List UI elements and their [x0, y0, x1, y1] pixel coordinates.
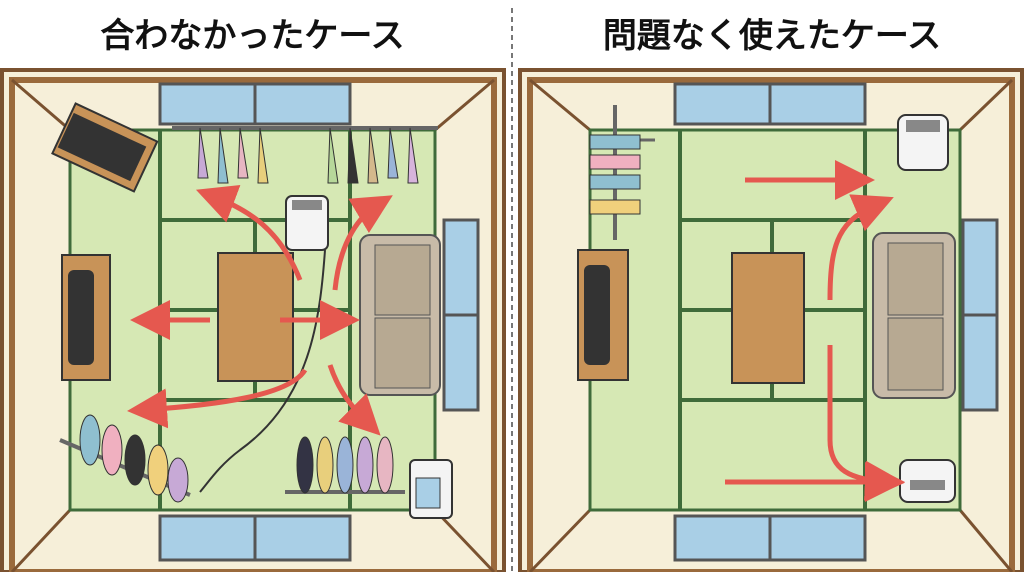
tv-on-stand-corner — [51, 102, 159, 193]
sofa — [359, 234, 441, 396]
laundry-rack-bottom — [285, 436, 405, 494]
laundry-rack-corner — [589, 105, 655, 240]
dehumidifier-center — [285, 195, 329, 251]
tv-stand-left — [577, 249, 629, 381]
laundry-rack-bottom-left — [59, 414, 191, 503]
right-panel-title: 問題なく使えたケース — [602, 16, 942, 56]
sofa — [872, 232, 956, 399]
dehumidifier-top-right — [897, 114, 949, 171]
low-table — [731, 252, 805, 384]
low-table — [217, 252, 294, 382]
airflow-arrows-left — [127, 185, 393, 436]
laundry-rack-top — [172, 126, 438, 184]
right-room — [518, 68, 1024, 572]
airflow-arrows-right — [725, 160, 905, 502]
left-panel-title: 合わなかったケース — [100, 16, 405, 56]
left-room — [0, 68, 506, 572]
dehumidifier-bottom-right — [899, 459, 956, 503]
dehumidifier-corner — [409, 459, 453, 519]
tv-stand-left — [61, 254, 111, 381]
